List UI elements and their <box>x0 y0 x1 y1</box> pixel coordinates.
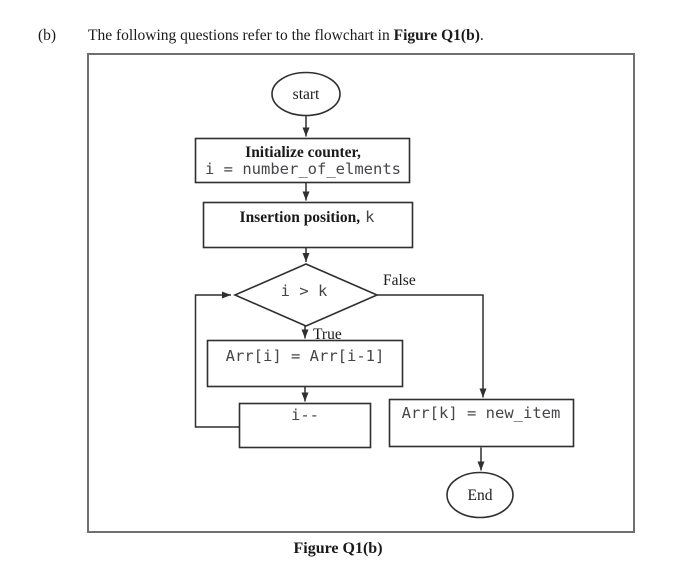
init-label-line1: Initialize counter, <box>245 144 361 161</box>
insert-label: Arr[k] = new_item <box>402 404 561 422</box>
question-text-period: . <box>479 27 484 44</box>
shift-label: Arr[i] = Arr[i-1] <box>226 347 385 365</box>
insertion-label-var: k <box>365 208 375 226</box>
decrement-label: i-- <box>291 406 319 424</box>
figure-caption: Figure Q1(b) <box>293 540 383 557</box>
init-label-line2: i = number_of_elments <box>205 160 401 178</box>
shift-process-box <box>206 339 404 388</box>
insert-process-box <box>388 398 575 448</box>
question-text: The following questions refer to the flo… <box>88 27 394 44</box>
figure-border <box>87 53 635 533</box>
end-terminator <box>446 471 514 519</box>
start-terminator <box>271 71 341 117</box>
edge-decision-false-to-insert <box>377 294 487 398</box>
question-header: (b) The following questions refer to the … <box>38 27 484 45</box>
start-label: start <box>293 86 320 103</box>
insertion-label: Insertion position,k <box>240 208 376 226</box>
true-branch-label: True <box>313 326 342 343</box>
edge-decrement-loopback-to-decision <box>194 291 239 428</box>
insertion-process-box <box>202 201 414 249</box>
decrement-process-box <box>238 402 372 449</box>
insertion-label-text: Insertion position, <box>240 209 361 226</box>
decision-label: i > k <box>281 282 328 300</box>
end-label: End <box>468 487 493 504</box>
decision-diamond <box>233 263 379 327</box>
init-process-box <box>194 137 411 184</box>
false-branch-label: False <box>383 272 416 289</box>
figure-reference: Figure Q1(b) <box>393 27 480 44</box>
question-item-label: (b) <box>38 27 57 44</box>
